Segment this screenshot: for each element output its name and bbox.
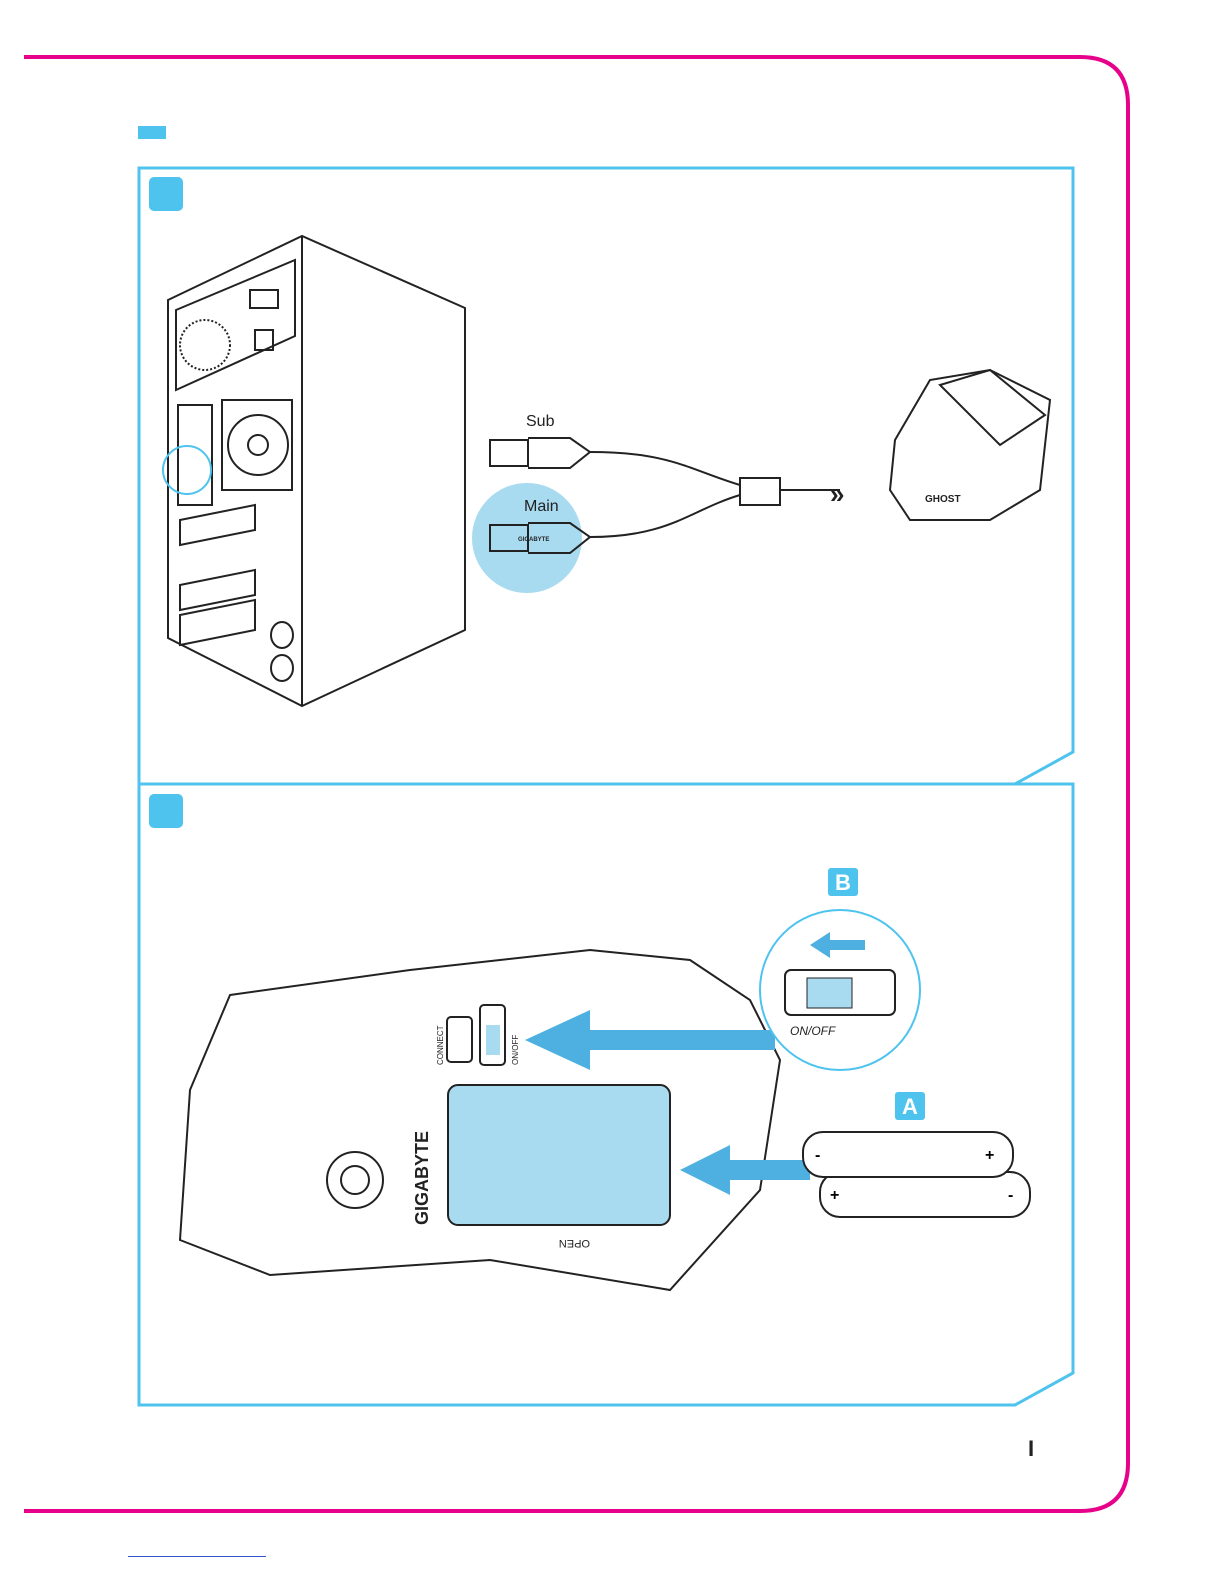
mouse-brand: GIGABYTE (412, 1131, 432, 1225)
plug-logo: GIGABYTE (518, 537, 549, 543)
mouse-body (178, 948, 782, 1292)
callout-b-letter: B (835, 870, 851, 895)
sub-label: Sub (526, 413, 555, 430)
main-label: Main (524, 498, 559, 515)
battery-plus: + (985, 1147, 994, 1164)
receiver-dock (888, 368, 1052, 521)
y-cable (489, 437, 840, 554)
arrow-to-switch (525, 1010, 775, 1070)
switch-arrow-icon (810, 932, 865, 958)
step-2-badge (149, 794, 183, 828)
pc-connection-illustration: » Sub Main GIGABYTE GHOST (162, 234, 1052, 708)
callout-a-letter: A (902, 1094, 918, 1119)
callout-switch-label: ON/OFF (790, 1024, 836, 1038)
pc-tower (167, 234, 466, 708)
battery-plus-2: + (830, 1187, 839, 1204)
page-number: I (1028, 1436, 1035, 1461)
arrow-to-battery (680, 1145, 810, 1195)
step-1-badge (149, 177, 183, 211)
receiver-logo: GHOST (925, 494, 961, 505)
port-highlight-circle (162, 445, 212, 495)
mouse-illustration: B ON/OFF A - + + - GIGABYTE CONNECT ON/O… (178, 868, 1031, 1292)
battery-minus: - (815, 1147, 820, 1164)
footer-link-underline (128, 1556, 266, 1557)
battery-cover (447, 1084, 671, 1226)
svg-text:»: » (830, 479, 844, 509)
aa-batteries (802, 1131, 1031, 1218)
cover-label: OPEN (559, 1237, 590, 1249)
switch-label: ON/OFF (511, 1035, 520, 1065)
battery-minus-2: - (1008, 1187, 1013, 1204)
connect-label: CONNECT (436, 1025, 445, 1065)
